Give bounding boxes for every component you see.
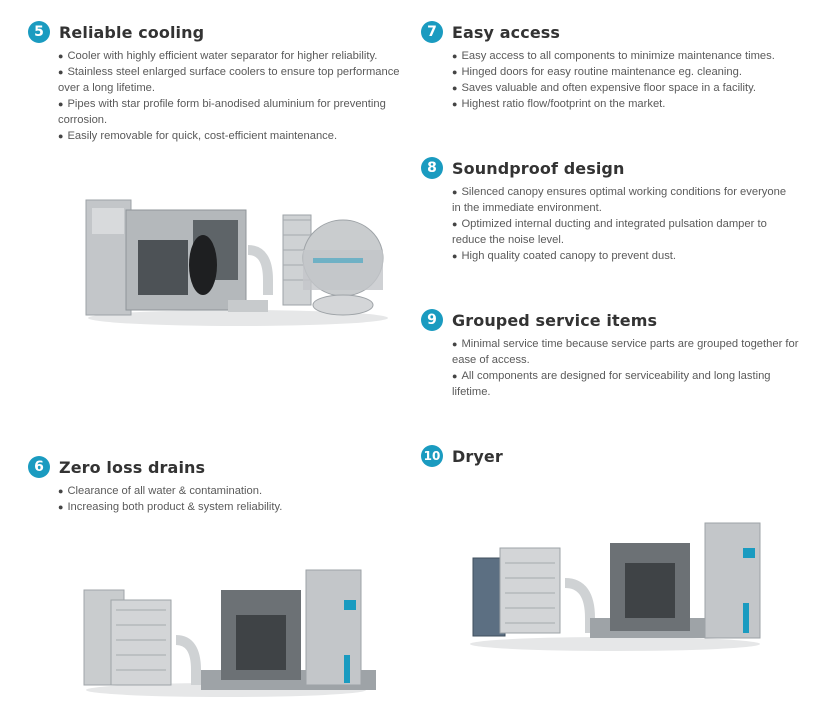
list-item: Pipes with star profile form bi-anodised… (58, 96, 408, 128)
section-dryer: 10 Dryer (421, 444, 621, 468)
section-title: Zero loss drains (59, 457, 206, 477)
section-zero-loss-drains: 6 Zero loss drains Clearance of all wate… (28, 455, 408, 515)
section-number-badge: 9 (421, 309, 443, 331)
list-item: Easily removable for quick, cost-efficie… (58, 128, 408, 144)
section-title: Reliable cooling (59, 22, 205, 42)
list-item: Increasing both product & system reliabi… (58, 499, 408, 515)
section-easy-access: 7 Easy access Easy access to all compone… (421, 20, 801, 112)
list-item: Cooler with highly efficient water separ… (58, 48, 408, 64)
list-item: High quality coated canopy to prevent du… (452, 248, 793, 264)
list-item: Optimized internal ducting and integrate… (452, 216, 793, 248)
section-grouped-service-items: 9 Grouped service items Minimal service … (421, 308, 801, 400)
compressor-machine-image (83, 569, 376, 697)
list-item: Minimal service time because service par… (452, 336, 801, 368)
section-title: Grouped service items (452, 310, 658, 330)
list-item: Stainless steel enlarged surface coolers… (58, 64, 408, 96)
section-number-badge: 8 (421, 157, 443, 179)
section-number-badge: 7 (421, 21, 443, 43)
section-title: Easy access (452, 22, 561, 42)
list-item: Clearance of all water & contamination. (58, 483, 408, 499)
list-item: Silenced canopy ensures optimal working … (452, 184, 793, 216)
dryer-machine-image (470, 522, 761, 651)
list-item: Highest ratio flow/footprint on the mark… (452, 96, 801, 112)
list-item: Hinged doors for easy routine maintenanc… (452, 64, 801, 80)
section-number-badge: 10 (421, 445, 443, 467)
section-title: Soundproof design (452, 158, 625, 178)
section-number-badge: 6 (28, 456, 50, 478)
compressor-machine-image (85, 199, 388, 326)
section-reliable-cooling: 5 Reliable cooling Cooler with highly ef… (28, 20, 408, 144)
section-title: Dryer (452, 446, 503, 466)
list-item: All components are designed for servicea… (452, 368, 801, 400)
section-soundproof-design: 8 Soundproof design Silenced canopy ensu… (421, 156, 793, 264)
list-item: Easy access to all components to minimiz… (452, 48, 801, 64)
section-number-badge: 5 (28, 21, 50, 43)
list-item: Saves valuable and often expensive floor… (452, 80, 801, 96)
